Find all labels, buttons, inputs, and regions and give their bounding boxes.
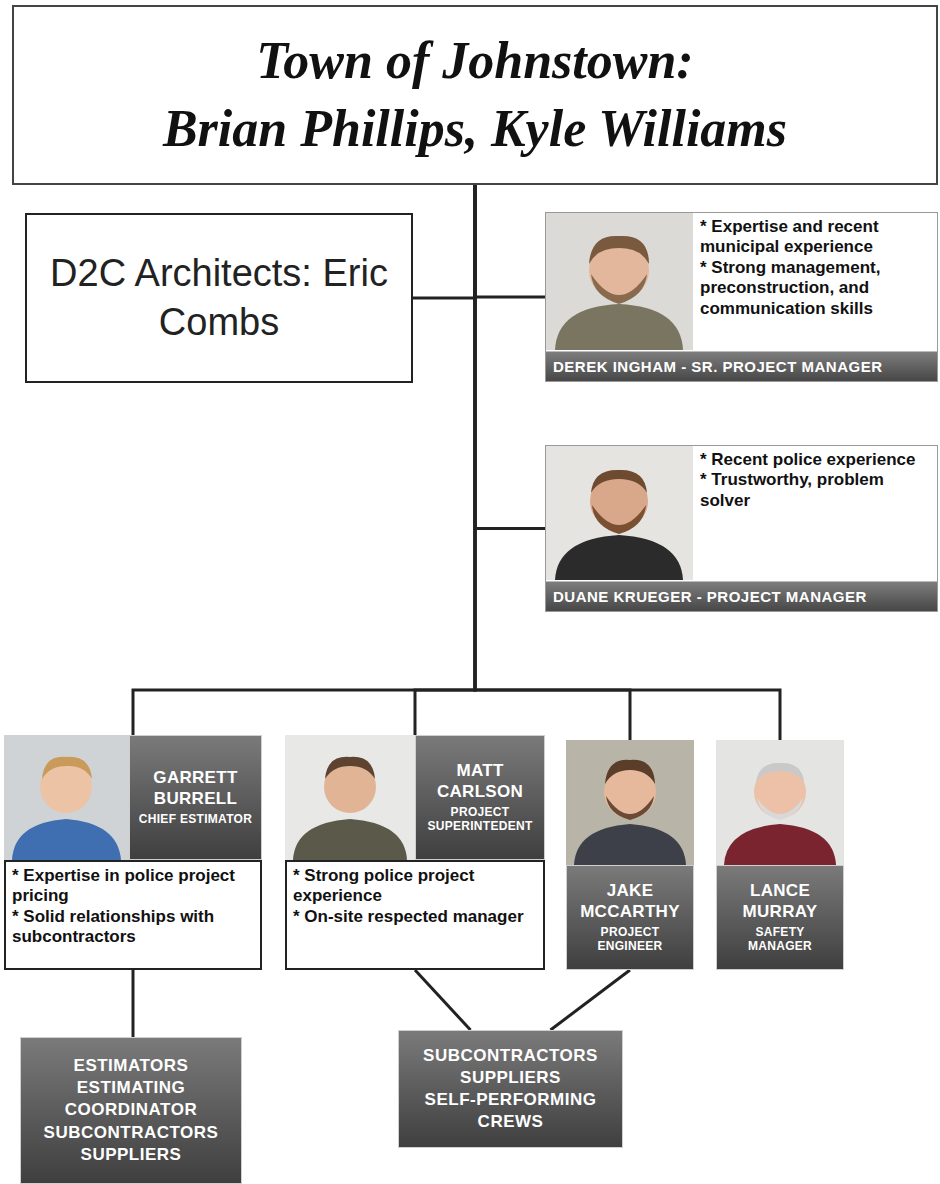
reporting-line xyxy=(551,970,631,1030)
bullet-point: * Expertise and recent municipal experie… xyxy=(700,217,931,258)
portrait-photo xyxy=(4,735,129,860)
role-title: PROJECT SUPERINTEDENT xyxy=(421,805,539,834)
bullet-point: * Expertise in police project pricing xyxy=(12,866,254,907)
portrait-beard xyxy=(591,274,647,304)
reporting-line xyxy=(415,970,471,1030)
resource-item: SUBCONTRACTORS xyxy=(423,1045,598,1067)
portrait-photo xyxy=(285,735,415,860)
portrait-photo xyxy=(566,740,694,865)
photo-background xyxy=(285,735,415,860)
portrait-photo xyxy=(545,445,693,580)
name-panel: GARRETT BURRELL CHIEF ESTIMATOR xyxy=(129,735,262,860)
resource-item: ESTIMATORS xyxy=(74,1055,189,1077)
reporting-line xyxy=(413,185,475,298)
bullet-point: * Recent police experience xyxy=(700,450,931,470)
portrait-beard xyxy=(592,505,646,534)
staff-card: LANCE MURRAY SAFETY MANAGER xyxy=(716,740,844,970)
reporting-line xyxy=(475,185,630,740)
person-name: MATT CARLSON xyxy=(421,761,539,802)
bullet-point: * Solid relationships with subcontractor… xyxy=(12,907,254,948)
portrait-beard xyxy=(757,798,803,820)
manager-card: * Recent police experience* Trustworthy,… xyxy=(545,445,938,612)
bullet-point: * On-site respected manager xyxy=(293,907,537,927)
role-title: CHIEF ESTIMATOR xyxy=(139,812,252,826)
portrait-hair xyxy=(589,236,649,264)
resource-item: ESTIMATING COORDINATOR xyxy=(29,1077,233,1121)
bullet-point: * Trustworthy, problem solver xyxy=(700,470,931,511)
portrait-body xyxy=(574,824,686,865)
card-row: * Expertise and recent municipal experie… xyxy=(546,213,937,351)
resource-box: SUBCONTRACTORSSUPPLIERSSELF-PERFORMING C… xyxy=(398,1030,623,1148)
portrait-hair xyxy=(605,760,655,784)
card-row: * Recent police experience* Trustworthy,… xyxy=(546,446,937,581)
staff-card: JAKE MCCARTHY PROJECT ENGINEER xyxy=(566,740,694,970)
name-panel: LANCE MURRAY SAFETY MANAGER xyxy=(716,865,844,970)
person-name: JAKE MCCARTHY xyxy=(572,881,688,922)
portrait-body xyxy=(555,535,683,580)
reporting-line xyxy=(475,185,545,529)
person-name: GARRETT BURRELL xyxy=(135,768,256,809)
card-row: GARRETT BURRELL CHIEF ESTIMATOR xyxy=(4,735,262,860)
bullet-point: * Strong police project experience xyxy=(293,866,537,907)
photo-frame xyxy=(546,213,694,351)
bullet-box: * Strong police project experience* On-s… xyxy=(285,860,545,970)
photo-frame xyxy=(285,735,415,860)
role-title: SAFETY MANAGER xyxy=(722,925,838,954)
portrait-body xyxy=(12,819,121,860)
reporting-line xyxy=(475,185,545,297)
manager-card: * Expertise and recent municipal experie… xyxy=(545,212,938,382)
name-bar: DEREK INGHAM - SR. PROJECT MANAGER xyxy=(546,351,937,381)
bullet-area: * Recent police experience* Trustworthy,… xyxy=(694,446,937,581)
role-title: PROJECT ENGINEER xyxy=(572,925,688,954)
bullet-area: * Expertise and recent municipal experie… xyxy=(694,213,937,351)
bullet-point: * Strong management, preconstruction, an… xyxy=(700,258,931,319)
portrait-beard xyxy=(606,796,654,820)
photo-background xyxy=(545,445,693,580)
portrait-body xyxy=(555,304,683,350)
reporting-line xyxy=(415,185,475,735)
name-title: DEREK INGHAM - SR. PROJECT MANAGER xyxy=(553,358,930,375)
portrait-hair xyxy=(325,757,375,779)
photo-background xyxy=(545,212,693,350)
staff-card: MATT CARLSON PROJECT SUPERINTEDENT * Stron… xyxy=(285,735,545,970)
portrait-hair xyxy=(42,757,92,779)
architect-box: D2C Architects: Eric Combs xyxy=(25,213,413,383)
photo-frame xyxy=(546,446,694,581)
portrait-body xyxy=(724,824,836,865)
photo-frame xyxy=(566,740,694,865)
bullet-box: * Expertise in police project pricing* S… xyxy=(4,860,262,970)
portrait-photo xyxy=(545,212,693,350)
staff-card: GARRETT BURRELL CHIEF ESTIMATOR * Expertis… xyxy=(4,735,262,970)
person-name: LANCE MURRAY xyxy=(722,881,838,922)
box-label: D2C Architects: Eric Combs xyxy=(41,249,397,348)
resource-box: ESTIMATORSESTIMATING COORDINATORSUBCONTR… xyxy=(20,1037,242,1184)
resource-item: SUPPLIERS xyxy=(81,1144,182,1166)
portrait-hair xyxy=(591,470,647,493)
name-bar: DUANE KRUEGER - PROJECT MANAGER xyxy=(546,581,937,611)
title-box: Town of Johnstown:Brian Phillips, Kyle W… xyxy=(12,5,938,185)
portrait-photo xyxy=(716,740,844,865)
name-title: DUANE KRUEGER - PROJECT MANAGER xyxy=(553,588,930,605)
title-text: Brian Phillips, Kyle Williams xyxy=(163,95,787,163)
resource-item: SUPPLIERS xyxy=(460,1067,561,1089)
portrait-body xyxy=(293,819,407,860)
photo-background xyxy=(566,740,694,865)
photo-frame xyxy=(4,735,129,860)
portrait-hair xyxy=(756,763,804,782)
name-panel: MATT CARLSON PROJECT SUPERINTEDENT xyxy=(415,735,545,860)
photo-background xyxy=(716,740,844,865)
reporting-line xyxy=(132,970,135,1037)
name-panel: JAKE MCCARTHY PROJECT ENGINEER xyxy=(566,865,694,970)
photo-background xyxy=(4,735,129,860)
title-text: Town of Johnstown: xyxy=(256,27,693,95)
photo-frame xyxy=(716,740,844,865)
card-row: MATT CARLSON PROJECT SUPERINTEDENT xyxy=(285,735,545,860)
resource-item: SUBCONTRACTORS xyxy=(44,1122,219,1144)
resource-item: SELF-PERFORMING CREWS xyxy=(407,1089,614,1133)
